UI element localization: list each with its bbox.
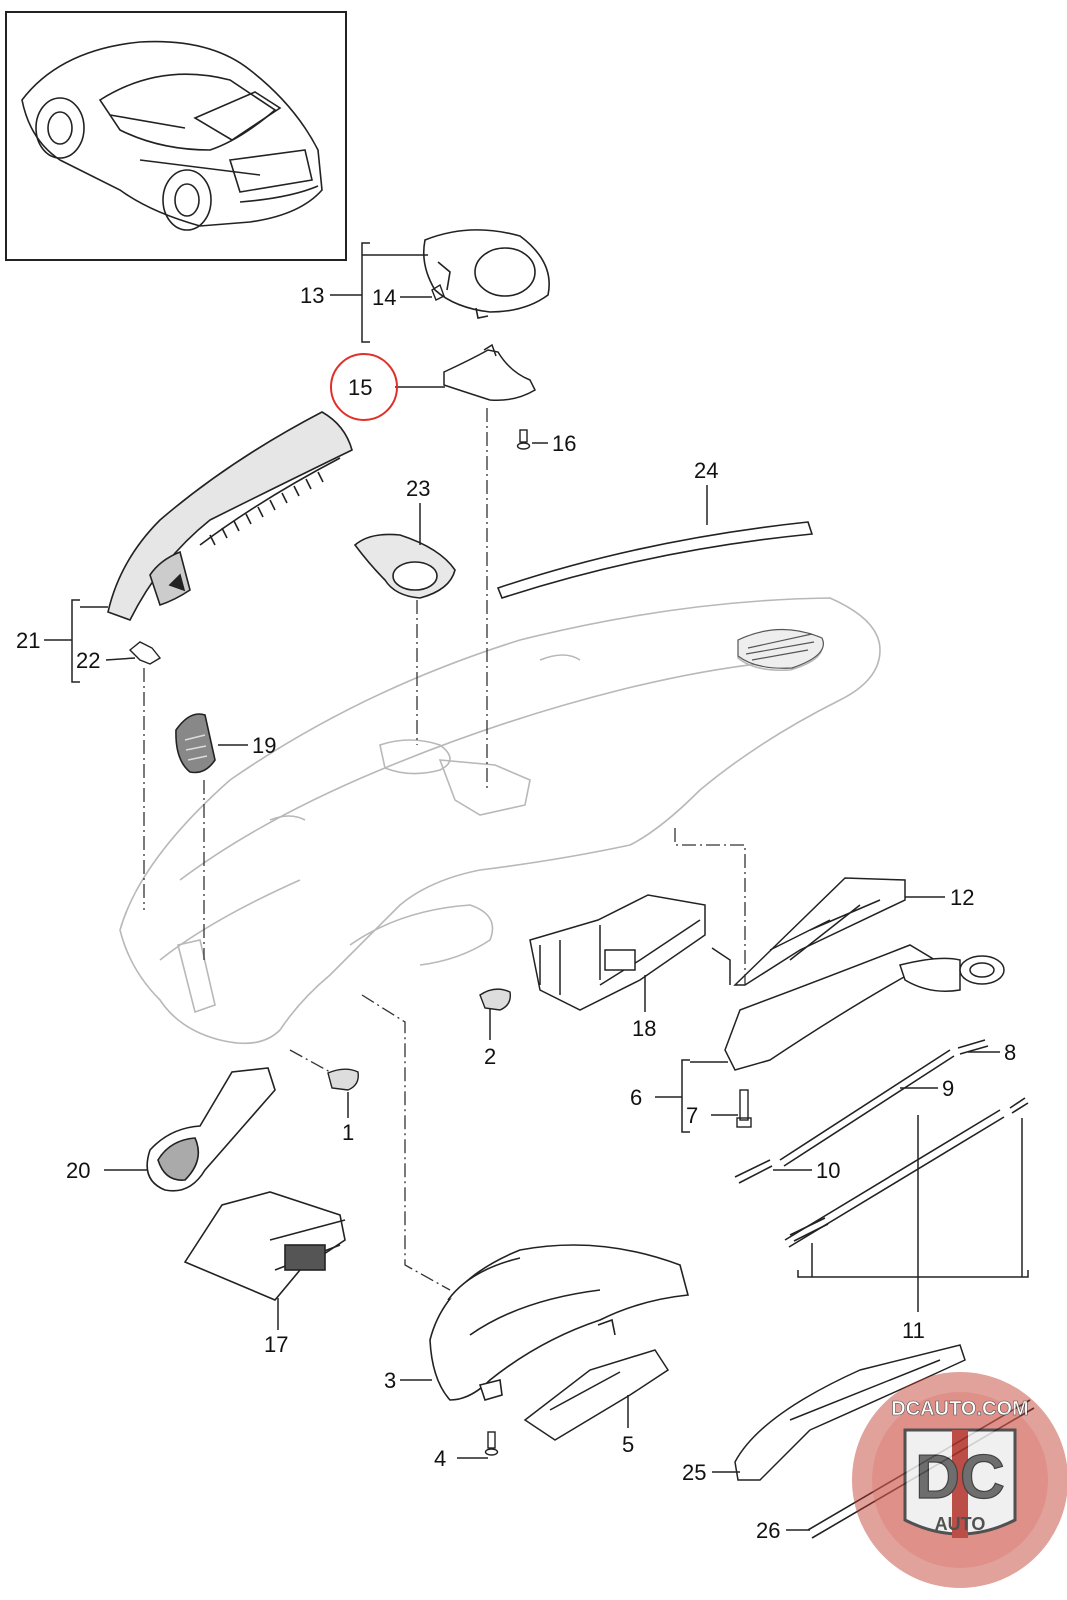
part-25-lower-panel xyxy=(734,1344,966,1481)
label-part-20: 20 xyxy=(66,1158,90,1183)
label-part-25: 25 xyxy=(682,1460,706,1485)
part-1-knob xyxy=(327,1068,359,1091)
label-part-7: 7 xyxy=(686,1103,698,1128)
part-15-bracket xyxy=(443,343,536,402)
label-part-3: 3 xyxy=(384,1368,396,1393)
part-15-highlight xyxy=(330,353,398,421)
part-7-bolt xyxy=(736,1089,752,1128)
label-part-1: 1 xyxy=(342,1120,354,1145)
label-part-14: 14 xyxy=(372,285,396,310)
label-part-13: 13 xyxy=(300,283,324,308)
label-part-6: 6 xyxy=(630,1085,642,1110)
watermark-logo-letters: DC xyxy=(915,1443,1005,1512)
watermark-logo-sub: AUTO xyxy=(935,1514,986,1534)
dcauto-watermark-logo: DCAUTO.COM DC AUTO xyxy=(852,1372,1067,1588)
carrier-vent-right xyxy=(737,628,824,669)
watermark-site: DCAUTO.COM xyxy=(891,1398,1028,1420)
part-22-clip xyxy=(128,641,162,665)
label-part-15: 15 xyxy=(348,375,372,400)
label-part-11: 11 xyxy=(902,1318,925,1343)
label-part-4: 4 xyxy=(434,1446,446,1471)
label-part-24: 24 xyxy=(694,458,718,483)
part-labels: 1 2 3 4 5 6 7 8 9 10 11 12 13 14 15 16 1… xyxy=(16,283,1016,1543)
part-24-seal-strip xyxy=(496,521,814,599)
leader-lines xyxy=(44,242,1029,1531)
dashboard-carrier xyxy=(119,597,881,1045)
label-part-5: 5 xyxy=(622,1432,634,1457)
label-part-2: 2 xyxy=(484,1044,496,1069)
assembly-lines xyxy=(143,408,746,1291)
part-2-knob xyxy=(479,988,511,1011)
car-thumbnail xyxy=(5,11,347,261)
part-3-large-duct xyxy=(429,1244,690,1401)
part-18-center-vent xyxy=(529,894,706,1011)
part-19-side-vent xyxy=(175,713,216,774)
rods-8-11 xyxy=(734,1039,1029,1248)
part-21-upper-trim xyxy=(107,411,353,621)
label-part-21: 21 xyxy=(16,628,40,653)
label-part-23: 23 xyxy=(406,476,430,501)
label-part-18: 18 xyxy=(632,1016,656,1041)
label-part-9: 9 xyxy=(942,1076,954,1101)
label-part-8: 8 xyxy=(1004,1040,1016,1065)
part-14-clip xyxy=(431,283,445,301)
part-6-crossmember xyxy=(724,944,1005,1071)
part-16-screw xyxy=(516,429,531,450)
label-part-19: 19 xyxy=(252,733,276,758)
part-5-duct xyxy=(523,1349,670,1441)
part-23-speaker-cover xyxy=(353,533,456,599)
part-13-cluster-cover xyxy=(422,229,550,319)
part-4-screw xyxy=(484,1431,499,1456)
label-part-22: 22 xyxy=(76,648,100,673)
part-17-vent-housing xyxy=(183,1191,346,1301)
label-part-16: 16 xyxy=(552,431,576,456)
label-part-10: 10 xyxy=(816,1158,840,1183)
part-20-air-duct xyxy=(146,1067,276,1192)
label-part-26: 26 xyxy=(756,1518,780,1543)
label-part-12: 12 xyxy=(950,885,974,910)
label-part-17: 17 xyxy=(264,1332,288,1357)
